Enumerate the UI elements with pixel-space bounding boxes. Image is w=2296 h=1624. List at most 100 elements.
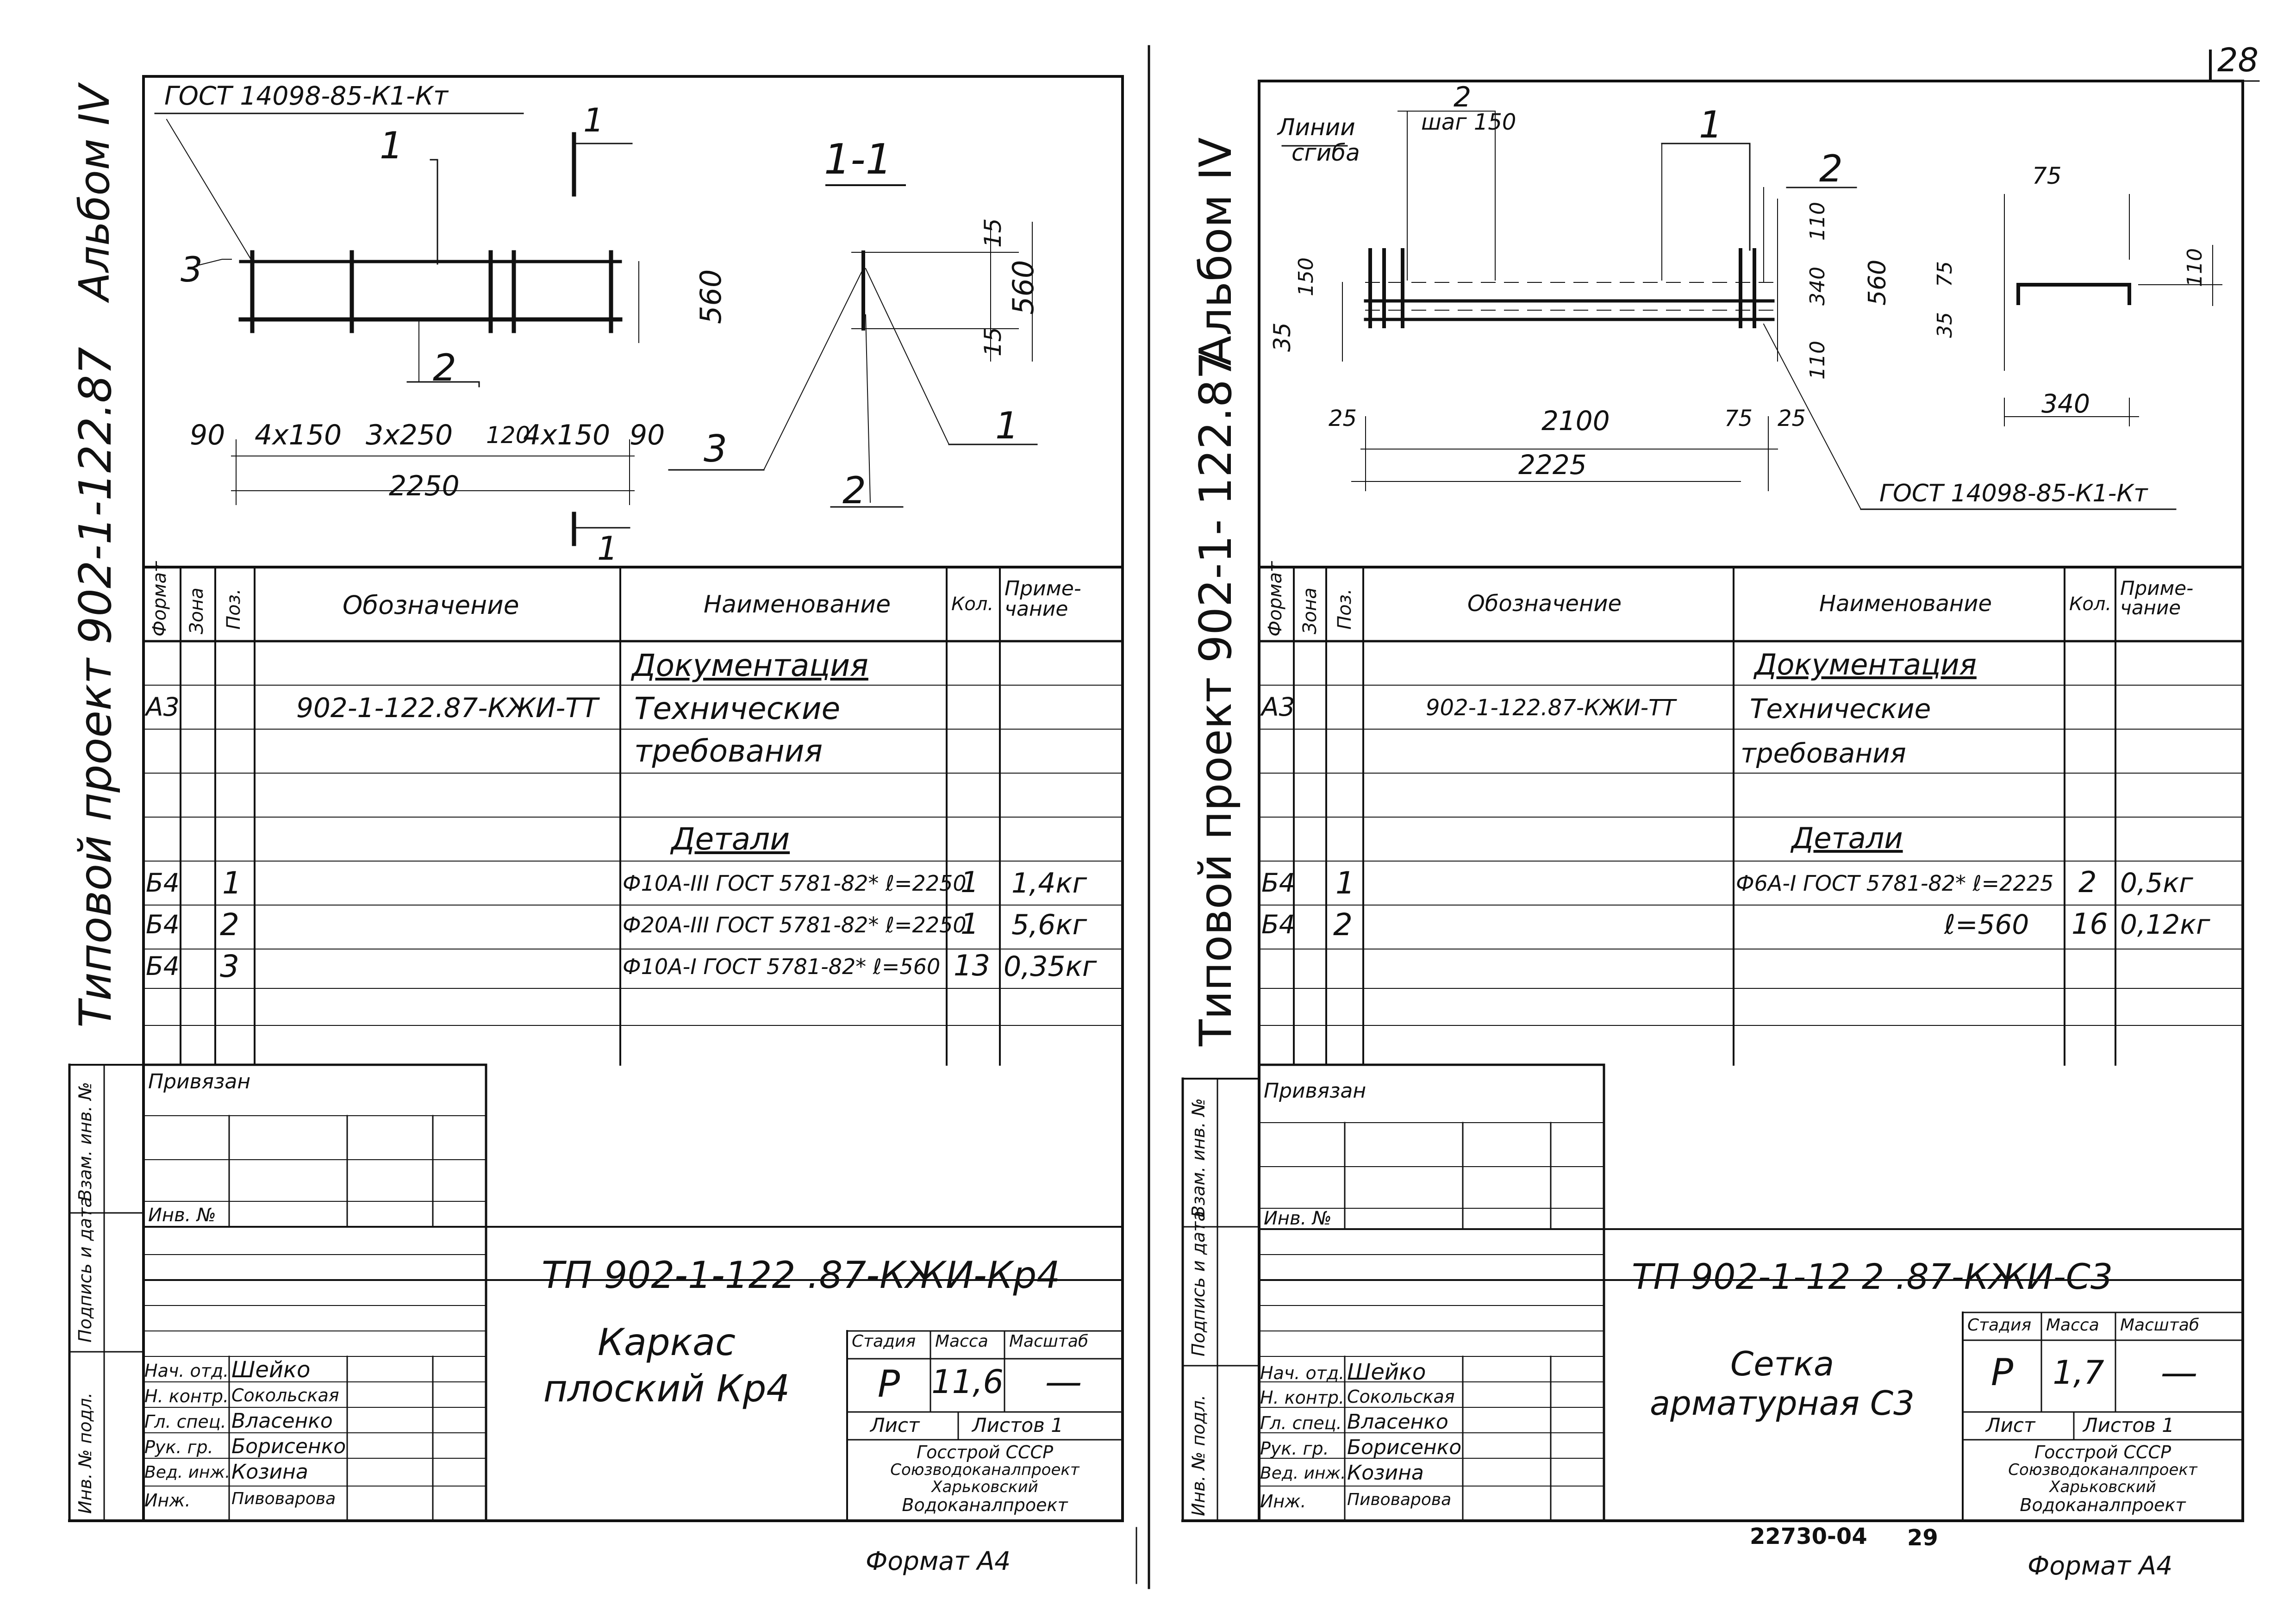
left-dim-total: 2250	[389, 470, 460, 502]
right-org1: Госстрой СССР	[2034, 1442, 2171, 1462]
left-th-pos: Поз.	[223, 588, 244, 630]
left-doc-name2: требования	[634, 733, 823, 769]
right-name-1: Сокольская	[1347, 1387, 1455, 1407]
right-row2-qty: 16	[2071, 907, 2108, 941]
left-sec-pos1: 1	[995, 404, 1019, 447]
right-dim-340: 340	[1806, 267, 1829, 306]
right-mass-header: Масса	[2046, 1316, 2099, 1335]
right-dim-150: 150	[1294, 257, 1318, 296]
right-th-pos: Поз.	[1334, 588, 1355, 630]
right-pos2-top: 2	[1454, 81, 1472, 113]
right-doc-format: А3	[1261, 692, 1295, 722]
right-sec-340: 340	[2041, 389, 2090, 418]
right-row1-format: Б4	[1261, 868, 1295, 898]
right-th-format: Формат	[1265, 561, 1286, 637]
right-sec-75: 75	[2032, 162, 2062, 189]
right-name-3: Борисенко	[1347, 1436, 1462, 1459]
left-side-label-inv: Инв. № подл.	[75, 1392, 95, 1514]
left-stage-header: Стадия	[852, 1332, 916, 1351]
right-org2: Союзводоканалпроект	[2008, 1461, 2197, 1479]
left-side-label-podpis: Подпись и дата	[75, 1197, 95, 1343]
right-bend-label1: Линии	[1278, 114, 1355, 141]
right-doc-name2: требования	[1741, 737, 1906, 769]
right-side-label-vzam: Взам. инв. №	[1188, 1098, 1209, 1218]
left-doc-designation: 902-1-122.87-КЖИ-ТТ	[296, 692, 599, 724]
right-pos1-label: 1	[1699, 103, 1722, 146]
left-th-note: Приме-чание	[1004, 577, 1081, 621]
left-name-1: Сокольская	[231, 1385, 339, 1405]
right-sec-35: 35	[1933, 312, 1957, 338]
left-dim-4x150a: 4x150	[255, 419, 342, 451]
left-th-designation: Обозначение	[343, 590, 519, 620]
left-mass: 11,6	[931, 1363, 1004, 1401]
right-name-0: Шейко	[1347, 1359, 1426, 1385]
right-mass: 1,7	[2053, 1354, 2104, 1392]
left-th-zone: Зона	[186, 587, 207, 634]
right-th-zone: Зона	[1299, 587, 1321, 634]
left-gost-ref: ГОСТ 14098-85-К1-Кт	[164, 81, 449, 111]
left-row2-note: 5,6кг	[1011, 909, 1087, 941]
left-row2-qty: 1	[961, 907, 979, 941]
left-section-parts: Детали	[671, 821, 790, 857]
left-mass-header: Масса	[935, 1332, 988, 1351]
bottom-number: 22730-04	[1750, 1524, 1867, 1549]
right-section-parts: Детали	[1791, 821, 1903, 855]
right-dim-2100: 2100	[1541, 405, 1610, 437]
right-step-label: шаг 150	[1421, 109, 1516, 135]
right-sheets-label: Листов 1	[2083, 1414, 2174, 1437]
left-row2-name: Ф20А-III ГОСТ 5781-82* ℓ=2250	[623, 912, 967, 937]
right-row1-pos: 1	[1335, 865, 1355, 901]
left-sec-pos2: 2	[842, 469, 866, 512]
left-role-1: Н. контр.	[144, 1386, 229, 1406]
right-dim-110b: 110	[1806, 341, 1829, 380]
left-row1-note: 1,4кг	[1011, 867, 1087, 899]
right-th-designation: Обозначение	[1467, 591, 1622, 617]
left-sec-dim-15b: 15	[980, 327, 1006, 356]
left-row1-pos: 1	[222, 865, 242, 901]
right-dim-25b: 25	[1778, 406, 1806, 431]
left-name-4: Козина	[231, 1460, 308, 1484]
left-stage: Р	[877, 1362, 900, 1405]
right-scale: —	[2160, 1351, 2198, 1394]
left-stamp-code: ТП 902-1-122 .87-КЖИ-Кр4	[542, 1254, 1061, 1297]
left-stamp-title2: плоский Кр4	[543, 1367, 790, 1410]
left-row2-pos: 2	[220, 907, 239, 943]
right-th-name: Наименование	[1819, 591, 1992, 617]
left-th-qty: Кол.	[951, 593, 994, 615]
right-row1-qty: 2	[2078, 865, 2097, 899]
left-name-5: Пивоварова	[231, 1489, 336, 1508]
right-pos2-label: 2	[1819, 147, 1843, 190]
left-dim-120: 120	[486, 422, 530, 449]
right-stage: Р	[1990, 1351, 2014, 1394]
right-row2-pos: 2	[1333, 907, 1353, 943]
right-stamp-title1: Сетка	[1730, 1344, 1834, 1383]
left-section-title: 1-1	[824, 135, 892, 184]
left-pos2-label: 2	[433, 346, 456, 389]
left-dim-90a: 90	[190, 419, 225, 451]
left-row3-note: 0,35кг	[1004, 950, 1097, 983]
right-dim-25a: 25	[1329, 406, 1357, 431]
left-margin-project: Типовой проект 902-1-122.87	[70, 347, 121, 1028]
right-privyazan: Привязан	[1264, 1079, 1366, 1103]
left-th-format: Формат	[149, 561, 170, 637]
left-privyazan: Привязан	[148, 1070, 251, 1093]
right-inv-no: Инв. №	[1264, 1208, 1332, 1229]
right-dim-75: 75	[1724, 406, 1753, 431]
left-margin-album: Альбом IV	[70, 84, 119, 301]
left-scale-header: Масштаб	[1009, 1332, 1089, 1351]
left-role-3: Рук. гр.	[144, 1437, 213, 1457]
left-sec-pos3: 3	[704, 427, 727, 470]
right-role-4: Вед. инж.	[1260, 1464, 1346, 1483]
left-sec-dim-560: 560	[1006, 260, 1040, 315]
left-doc-name1: Технические	[634, 691, 841, 726]
right-role-2: Гл. спец.	[1260, 1413, 1342, 1433]
right-margin-album: Альбом IV	[1191, 137, 1242, 366]
right-margin-project: Типовой проект 902-1- 122.87	[1191, 351, 1242, 1046]
right-dim-35: 35	[1269, 322, 1296, 352]
right-row2-note: 0,12кг	[2120, 909, 2210, 940]
right-scale-header: Масштаб	[2120, 1316, 2200, 1335]
left-name-0: Шейко	[231, 1357, 311, 1383]
left-th-name: Наименование	[704, 591, 891, 618]
right-th-note: Приме-чание	[2120, 577, 2194, 619]
